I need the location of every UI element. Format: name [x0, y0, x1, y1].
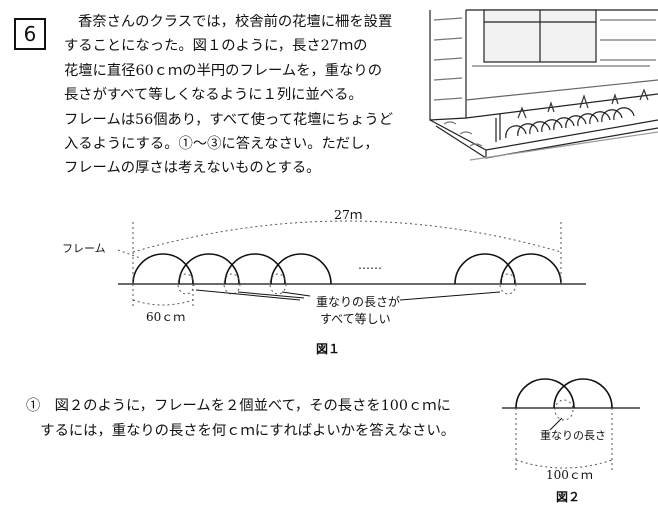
question1-line: ① 図２のように，フレームを２個並べて，その長さを100ｃｍに [26, 398, 451, 414]
question1-line: するには，重なりの長さを何ｃｍにすればよいかを答えなさい。 [26, 423, 456, 439]
problem-number: 6 [14, 18, 46, 50]
intro-line: 入るようにする。①～③に答えなさい。ただし， [64, 136, 379, 153]
figure1-width-label: 60ｃｍ [146, 310, 186, 324]
figure1-total-length: 27ｍ [334, 207, 363, 222]
intro-line: フレームは56個あり，すべて使って花壇にちょうど [64, 111, 394, 128]
figure1-frame-label: フレーム [62, 242, 106, 255]
figure2-caption: 図２ [556, 490, 581, 504]
figure1-ellipsis: …… [358, 258, 382, 272]
question1-text: ① 図２のように，フレームを２個並べて，その長さを100ｃｍに するには，重なり… [26, 394, 486, 444]
intro-line: 香奈さんのクラスでは，校舎前の花壇に柵を設置 [78, 14, 393, 30]
figure1-caption: 図１ [316, 342, 341, 356]
intro-line: することになった。図１のように，長さ27ｍの [64, 38, 368, 55]
figure1-overlap-label: 重なりの長さが すべて等しい [316, 294, 400, 328]
intro-line: 長さがすべて等しくなるように１列に並べる。 [64, 87, 363, 104]
overlap-label-line: 重なりの長さが [316, 295, 401, 309]
problem-intro: 香奈さんのクラスでは，校舎前の花壇に柵を設置 することになった。図１のように，長… [64, 10, 420, 181]
figure2-width-label: 100ｃｍ [546, 468, 593, 482]
overlap-label-line: すべて等しい [320, 312, 391, 326]
figure2-overlap-label: 重なりの長さ [540, 429, 606, 442]
intro-line: フレームの厚さは考えないものとする。 [64, 160, 321, 177]
intro-line: 花壇に直径60ｃｍの半円のフレームを，重なりの [64, 62, 382, 79]
